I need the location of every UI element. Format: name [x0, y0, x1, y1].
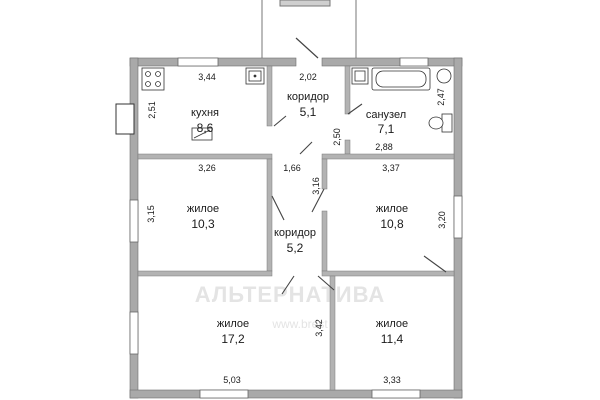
- dim-kitchen-height: 2,51: [147, 101, 157, 119]
- dim-living3-width: 5,03: [223, 375, 241, 385]
- room-labels: кухня 8,6 коридор 5,1 санузел 7,1 жилое …: [187, 91, 408, 346]
- sink-icon: [245, 67, 265, 85]
- dim-corridor2-height: 3,16: [311, 177, 321, 195]
- dim-living1-width: 3,26: [198, 163, 216, 173]
- door-living4[interactable]: [317, 275, 335, 291]
- dim-living1-height: 3,15: [146, 205, 156, 223]
- interior-walls: [137, 65, 455, 391]
- dimension-labels: 3,44 2,51 2,02 2,50 2,88 2,47 3,26 3,15 …: [146, 72, 447, 385]
- door-corridor-top[interactable]: [299, 141, 313, 155]
- sink-icon: [351, 67, 369, 85]
- door-bathroom[interactable]: [347, 103, 363, 115]
- dim-living2-height: 3,20: [437, 211, 447, 229]
- window-living3-left: [129, 311, 139, 355]
- room-name-living3: жилое: [217, 318, 249, 330]
- room-name-kitchen: кухня: [191, 107, 219, 119]
- stove-icon: [141, 67, 165, 91]
- dim-corridor1-height: 2,50: [332, 128, 342, 146]
- bathtub-icon: [371, 67, 431, 91]
- door-living2-side[interactable]: [423, 255, 447, 273]
- dim-bathroom-height: 2,47: [436, 88, 446, 106]
- room-area-living3: 17,2: [221, 332, 245, 346]
- dim-bathroom-width: 2,88: [375, 142, 393, 152]
- window-living2: [453, 195, 463, 239]
- watermark: АЛЬТЕРНАТИВА www.brest: [195, 282, 386, 331]
- window-bath-top: [399, 57, 429, 67]
- room-area-corridor2: 5,2: [287, 241, 304, 255]
- room-name-living2: жилое: [376, 203, 408, 215]
- room-name-living4: жилое: [376, 318, 408, 330]
- window-icon: [129, 57, 463, 399]
- room-name-living1: жилое: [187, 203, 219, 215]
- boiler-icon: [436, 68, 452, 84]
- window-living4-bottom: [371, 389, 421, 399]
- door-icon: [271, 103, 447, 295]
- porch: [261, 0, 357, 58]
- entrance-door[interactable]: [295, 37, 319, 59]
- room-name-bathroom: санузел: [366, 109, 406, 121]
- room-name-corridor1: коридор: [287, 91, 329, 103]
- dim-corridor2-width: 1,66: [283, 163, 301, 173]
- window-living1: [129, 199, 139, 243]
- window-living3-bottom: [199, 389, 249, 399]
- door-living1[interactable]: [271, 195, 285, 221]
- room-area-living2: 10,8: [380, 217, 404, 231]
- room-name-corridor2: коридор: [274, 227, 316, 239]
- door-living3[interactable]: [281, 275, 295, 295]
- room-area-kitchen: 8,6: [197, 121, 214, 135]
- watermark-brand: АЛЬТЕРНАТИВА: [195, 282, 386, 307]
- room-area-living1: 10,3: [191, 217, 215, 231]
- watermark-site: www.brest: [271, 317, 328, 331]
- room-area-bathroom: 7,1: [378, 122, 395, 136]
- dim-corridor1-width: 2,02: [299, 72, 317, 82]
- room-area-corridor1: 5,1: [300, 105, 317, 119]
- dim-living4-width: 3,33: [383, 375, 401, 385]
- door-kitchen[interactable]: [273, 115, 287, 127]
- chimney-block: [115, 103, 135, 135]
- toilet-icon: [428, 113, 453, 133]
- dim-kitchen-width: 3,44: [198, 72, 216, 82]
- dim-living3-height: 3,42: [314, 319, 324, 337]
- window-kitchen-top: [177, 57, 219, 67]
- door-living2[interactable]: [311, 188, 325, 213]
- room-area-living4: 11,4: [381, 332, 404, 346]
- dim-living2-width: 3,37: [382, 163, 400, 173]
